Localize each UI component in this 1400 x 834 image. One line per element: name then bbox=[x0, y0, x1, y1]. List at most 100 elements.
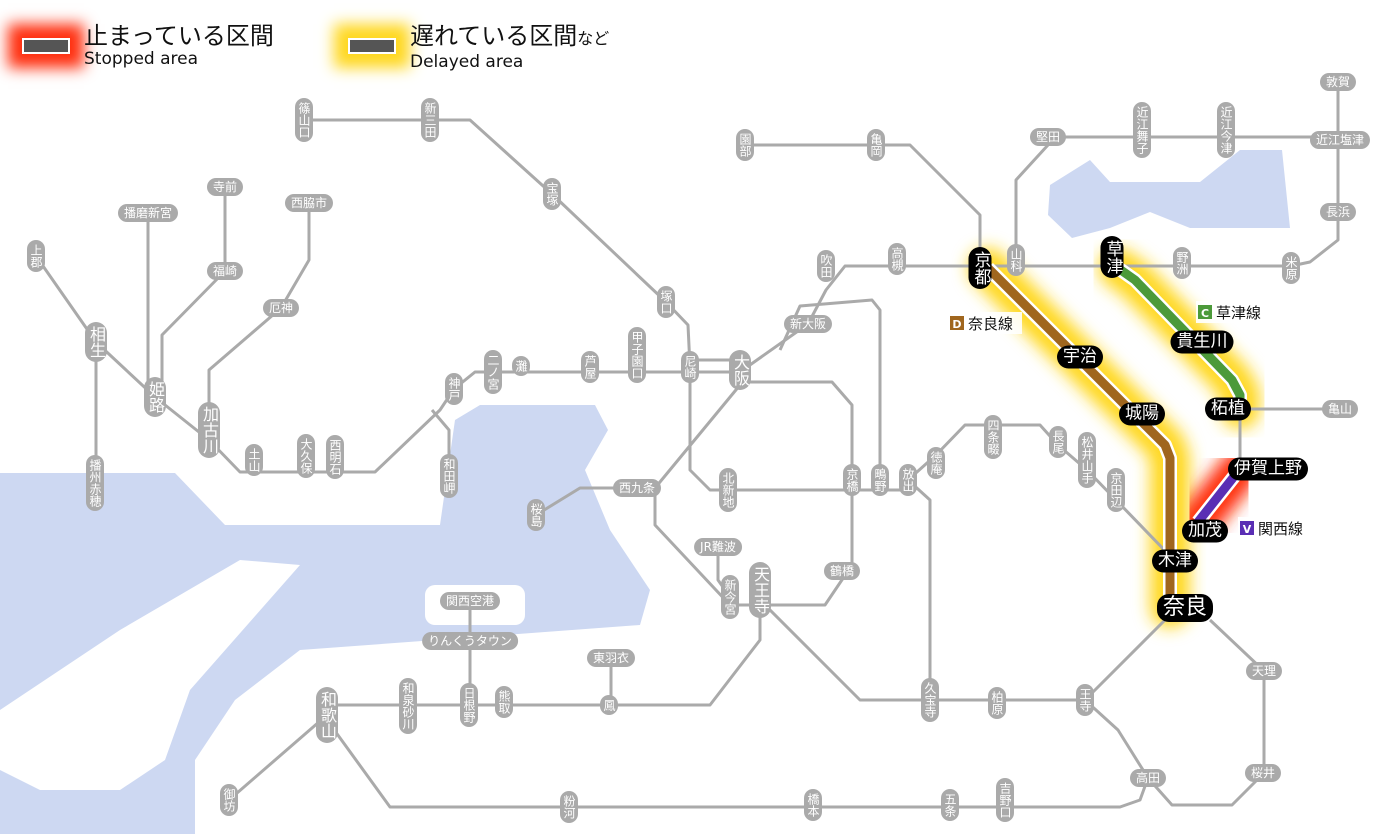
station-75[interactable]: 加古川 bbox=[198, 402, 220, 458]
station-60[interactable]: 日根野 bbox=[460, 683, 478, 727]
station-44[interactable]: 新今宮 bbox=[721, 575, 739, 619]
station-31[interactable]: 城陽 bbox=[1119, 402, 1165, 426]
station-74[interactable]: 土山 bbox=[245, 444, 263, 476]
station-53[interactable]: 吉野口 bbox=[996, 778, 1014, 822]
station-59[interactable]: 和泉砂川 bbox=[399, 678, 417, 734]
station-20[interactable]: 米原 bbox=[1282, 252, 1300, 284]
station-70[interactable]: 芦屋 bbox=[581, 351, 599, 383]
station-50[interactable]: 天理 bbox=[1245, 662, 1283, 680]
station-11[interactable]: 亀岡 bbox=[867, 129, 885, 161]
station-76[interactable]: 厄神 bbox=[262, 299, 300, 317]
rail-line bbox=[1083, 618, 1266, 807]
station-57[interactable]: 和歌山 bbox=[316, 687, 338, 743]
station-41[interactable]: 西九条 bbox=[612, 479, 662, 497]
station-78[interactable]: 姫路 bbox=[144, 377, 166, 417]
legend-delayed-en: Delayed area bbox=[410, 52, 524, 72]
station-14[interactable]: 堅田 bbox=[1029, 128, 1067, 146]
station-51[interactable]: 桜井 bbox=[1244, 764, 1282, 782]
station-62[interactable]: 鳳 bbox=[600, 695, 618, 715]
station-35[interactable]: 四条畷 bbox=[984, 415, 1002, 459]
station-38[interactable]: 鴫野 bbox=[871, 464, 889, 496]
rail-line bbox=[745, 143, 982, 270]
station-83[interactable]: 上郡 bbox=[27, 240, 45, 272]
station-52[interactable]: 高田 bbox=[1129, 769, 1167, 787]
station-79[interactable]: 福崎 bbox=[206, 262, 244, 280]
station-3[interactable]: 宝塚 bbox=[543, 178, 561, 210]
station-46[interactable]: 鶴橋 bbox=[823, 562, 861, 580]
station-15[interactable]: 近江舞子 bbox=[1133, 102, 1151, 158]
station-36[interactable]: 徳庵 bbox=[927, 447, 945, 479]
station-82[interactable]: 相生 bbox=[85, 322, 107, 362]
station-8[interactable]: 吹田 bbox=[817, 250, 835, 282]
station-10[interactable]: 園部 bbox=[736, 129, 754, 161]
station-71[interactable]: 甲子園口 bbox=[628, 327, 646, 383]
station-80[interactable]: 寺前 bbox=[206, 178, 244, 196]
lake-biwa bbox=[1048, 150, 1290, 238]
station-6[interactable]: 大阪 bbox=[729, 350, 751, 390]
station-72[interactable]: 西明石 bbox=[326, 435, 344, 479]
station-84[interactable]: 播州赤穂 bbox=[86, 455, 104, 511]
station-27[interactable]: 加茂 bbox=[1182, 519, 1228, 543]
station-68[interactable]: 二ノ宮 bbox=[484, 350, 502, 394]
rail-line bbox=[1290, 82, 1340, 268]
station-37[interactable]: 放出 bbox=[899, 464, 917, 496]
station-19[interactable]: 長浜 bbox=[1319, 203, 1357, 221]
legend-delayed-suffix: など bbox=[577, 29, 610, 48]
station-30[interactable]: 宇治 bbox=[1057, 345, 1103, 369]
station-1[interactable]: 篠山口 bbox=[295, 98, 313, 142]
station-32[interactable]: 京田辺 bbox=[1107, 468, 1125, 512]
station-22[interactable]: 草津 bbox=[1100, 236, 1124, 278]
station-66[interactable]: 神戸 bbox=[445, 373, 463, 405]
station-12[interactable]: 京都 bbox=[968, 247, 992, 289]
station-29[interactable]: 奈良 bbox=[1156, 594, 1214, 622]
station-63[interactable]: 東羽衣 bbox=[586, 649, 636, 667]
station-7[interactable]: 新大阪 bbox=[783, 315, 833, 333]
line-name: 奈良線 bbox=[968, 315, 1013, 333]
station-73[interactable]: 大久保 bbox=[297, 434, 315, 478]
station-42[interactable]: 桜島 bbox=[527, 499, 545, 531]
station-45[interactable]: 天王寺 bbox=[749, 562, 771, 618]
station-55[interactable]: 橋本 bbox=[804, 789, 822, 821]
station-77[interactable]: 西脇市 bbox=[284, 194, 334, 212]
rail-line bbox=[304, 118, 692, 368]
station-28[interactable]: 木津 bbox=[1152, 549, 1198, 573]
station-17[interactable]: 敦賀 bbox=[1319, 73, 1357, 91]
station-33[interactable]: 松井山手 bbox=[1078, 432, 1096, 488]
station-4[interactable]: 塚口 bbox=[657, 286, 675, 318]
station-25[interactable]: 亀山 bbox=[1321, 400, 1359, 418]
station-64[interactable]: りんくうタウン bbox=[422, 632, 518, 650]
station-2[interactable]: 新三田 bbox=[421, 98, 439, 142]
station-24[interactable]: 柘植 bbox=[1205, 397, 1251, 421]
station-16[interactable]: 近江今津 bbox=[1217, 102, 1235, 158]
station-40[interactable]: 北新地 bbox=[719, 468, 737, 512]
awaji-island bbox=[0, 560, 300, 790]
station-43[interactable]: JR難波 bbox=[694, 538, 742, 556]
rail-line bbox=[688, 367, 908, 492]
station-49[interactable]: 王寺 bbox=[1076, 684, 1094, 716]
station-13[interactable]: 山科 bbox=[1007, 244, 1025, 276]
station-69[interactable]: 灘 bbox=[512, 356, 530, 376]
station-48[interactable]: 柏原 bbox=[988, 687, 1006, 719]
station-23[interactable]: 貴生川 bbox=[1170, 330, 1234, 354]
station-18[interactable]: 近江塩津 bbox=[1309, 131, 1371, 149]
station-54[interactable]: 五条 bbox=[941, 789, 959, 821]
station-34[interactable]: 長尾 bbox=[1049, 426, 1067, 458]
station-47[interactable]: 久宝寺 bbox=[921, 678, 939, 722]
station-39[interactable]: 京橋 bbox=[843, 464, 861, 496]
station-9[interactable]: 高槻 bbox=[888, 243, 906, 275]
station-81[interactable]: 播磨新宮 bbox=[117, 204, 179, 222]
station-5[interactable]: 尼崎 bbox=[681, 351, 699, 383]
station-26[interactable]: 伊賀上野 bbox=[1228, 457, 1308, 481]
station-58[interactable]: 御坊 bbox=[220, 784, 238, 816]
station-65[interactable]: 関西空港 bbox=[439, 592, 501, 610]
legend-stopped-jp: 止まっている区間 bbox=[84, 22, 274, 50]
station-67[interactable]: 和田岬 bbox=[440, 454, 458, 498]
rail-line bbox=[228, 713, 328, 802]
station-56[interactable]: 粉河 bbox=[560, 791, 578, 823]
station-21[interactable]: 野洲 bbox=[1173, 247, 1191, 279]
station-61[interactable]: 熊取 bbox=[495, 686, 513, 718]
